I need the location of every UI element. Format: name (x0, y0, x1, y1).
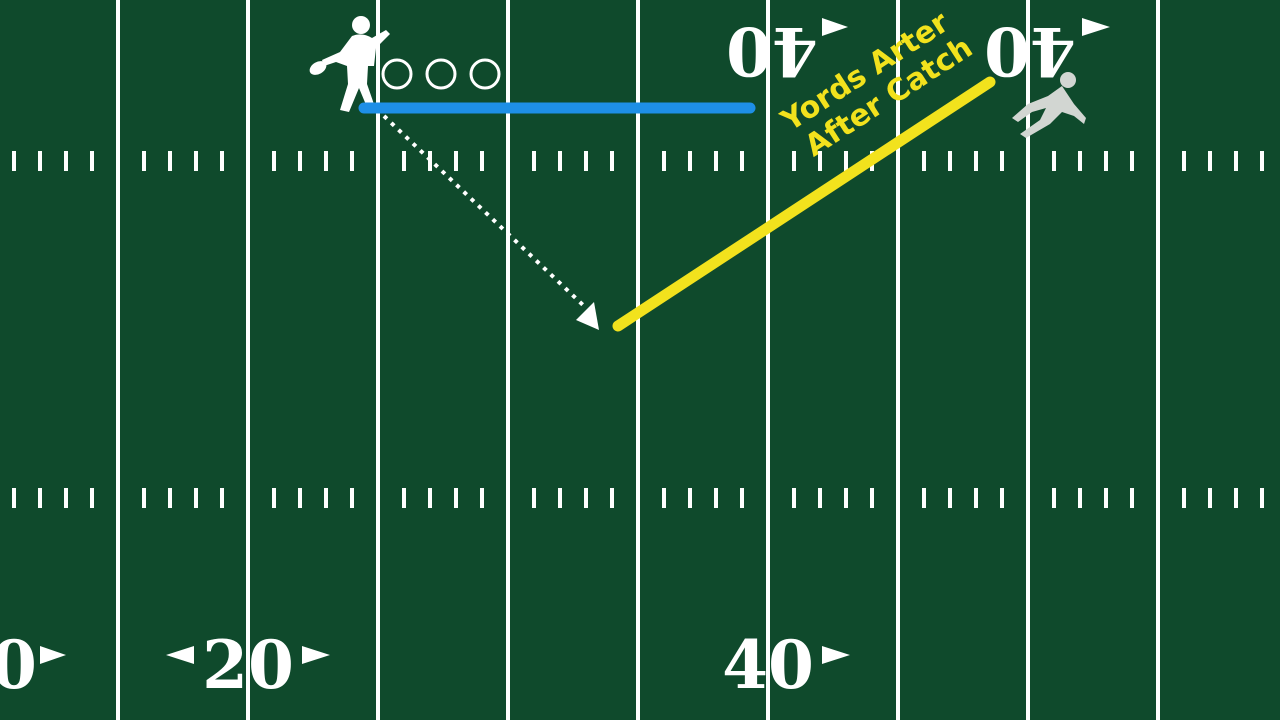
qb-body (322, 30, 390, 112)
circle-marker (381, 58, 413, 90)
bottom-yard-number-partial: 0 (0, 626, 66, 704)
hash-marks-bottom (12, 488, 1264, 508)
direction-arrow-icon (166, 646, 194, 664)
yard-lines (116, 0, 1160, 720)
yard-number-text: 0 (0, 626, 37, 704)
yard-number-text: 40 (722, 626, 814, 704)
circle-marker (425, 58, 457, 90)
bottom-yard-number-40: 40 (722, 626, 850, 704)
receiver-helmet (1060, 72, 1076, 88)
direction-arrow-icon (40, 646, 66, 664)
football-icon (309, 61, 327, 75)
quarterback-throwing-icon (309, 16, 390, 112)
receiver-body (1012, 86, 1086, 138)
diving-receiver-icon (1012, 72, 1086, 138)
yard-number-text: 40 (726, 12, 818, 90)
pass-arrowhead-icon (576, 302, 599, 330)
bottom-yard-number-20: 20 (166, 626, 330, 704)
direction-arrow-icon (822, 18, 848, 36)
circle-marker (469, 58, 501, 90)
direction-arrow-icon (302, 646, 330, 664)
hash-marks-top (12, 151, 1264, 171)
yard-number-text: 20 (202, 626, 294, 704)
yards-after-catch-line (612, 76, 996, 332)
marker-circles (381, 58, 501, 90)
direction-arrow-icon (1082, 18, 1110, 36)
direction-arrow-icon (822, 646, 850, 664)
top-yard-number-1: 40 (726, 12, 848, 90)
qb-helmet (352, 16, 370, 34)
